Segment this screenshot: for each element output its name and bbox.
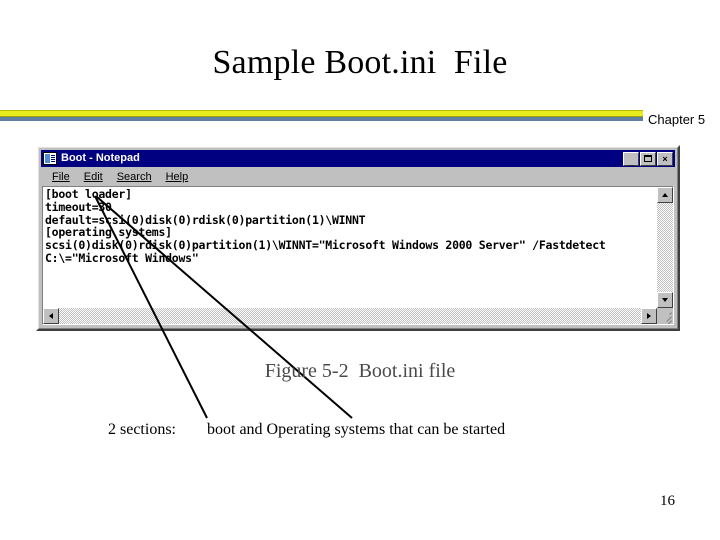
page-number: 16 <box>660 493 675 509</box>
figure-caption: Figure 5-2 Boot.ini file <box>264 360 456 382</box>
menu-item-search-label: Search <box>116 171 152 183</box>
menu-item-file-label: File <box>52 171 70 183</box>
notepad-text-area[interactable]: [boot loader] timeout=30 default=scsi(0)… <box>43 187 657 308</box>
scroll-down-button[interactable] <box>657 292 673 308</box>
sections-label: 2 sections: <box>108 421 176 438</box>
scroll-up-button[interactable] <box>657 187 673 203</box>
scroll-down-arrow-icon <box>662 298 668 302</box>
minimize-button[interactable]: _ <box>623 151 639 167</box>
scroll-up-arrow-icon <box>662 193 668 197</box>
menu-item-edit-label: Edit <box>83 171 103 183</box>
menu-item-file[interactable]: File <box>45 170 77 184</box>
horizontal-scrollbar[interactable] <box>43 308 657 324</box>
notepad-titlebar: Boot - Notepad _ × <box>41 150 675 167</box>
resize-grip-line-3 <box>669 312 672 316</box>
divider-top-edge <box>0 110 643 111</box>
notepad-icon-lines <box>51 155 55 156</box>
maximize-button[interactable] <box>640 151 656 166</box>
notepad-window-inner: Boot - Notepad _ × File <box>38 147 678 329</box>
scroll-left-button[interactable] <box>43 308 59 324</box>
window-controls: _ × <box>622 151 673 167</box>
divider-yellow-bar <box>0 111 643 116</box>
menu-item-search[interactable]: Search <box>110 170 159 184</box>
scroll-left-arrow-icon <box>49 313 53 319</box>
horizontal-scroll-track[interactable] <box>59 308 641 324</box>
vertical-scrollbar[interactable] <box>657 187 673 308</box>
minimize-icon: _ <box>628 156 634 167</box>
window-resize-grip[interactable] <box>657 308 673 324</box>
page-title: Sample Boot.ini File <box>212 44 508 81</box>
menu-item-help-label: Help <box>165 171 189 183</box>
close-icon: × <box>662 153 668 164</box>
menu-item-help[interactable]: Help <box>159 170 196 184</box>
notepad-document-icon <box>43 152 57 165</box>
notepad-menubar: File Edit Search Help <box>41 168 675 186</box>
chapter-label: Chapter 5 <box>648 112 706 127</box>
maximize-icon <box>644 154 652 162</box>
divider-olive-line <box>0 116 643 117</box>
scroll-right-arrow-icon <box>647 313 651 319</box>
divider-blue-bar <box>0 117 643 121</box>
notepad-title-text: Boot - Notepad <box>61 152 140 164</box>
notepad-window: Boot - Notepad _ × File <box>36 145 680 331</box>
vertical-scroll-track[interactable] <box>657 203 673 292</box>
close-button[interactable]: × <box>657 151 673 166</box>
boot-ini-content[interactable]: [boot loader] timeout=30 default=scsi(0)… <box>45 187 606 265</box>
divider-bar <box>0 110 643 121</box>
menu-item-edit[interactable]: Edit <box>77 170 110 184</box>
notepad-icon-page <box>45 154 50 163</box>
sections-description: boot and Operating systems that can be s… <box>207 421 506 438</box>
notepad-text-frame: [boot loader] timeout=30 default=scsi(0)… <box>42 186 674 325</box>
scroll-right-button[interactable] <box>641 308 657 324</box>
